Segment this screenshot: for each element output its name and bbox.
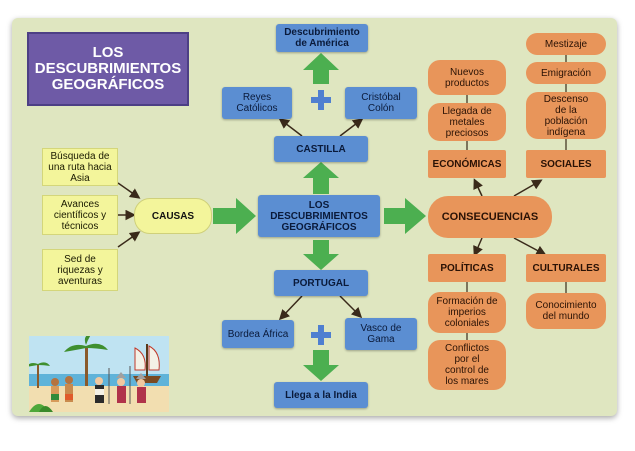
plus-icon — [311, 90, 331, 110]
politicas-item: Formación de imperios coloniales — [428, 292, 506, 333]
arrow-portugal-africa — [278, 295, 303, 321]
economicas-item: Nuevos productos — [428, 60, 506, 95]
explorers-illustration — [29, 336, 169, 412]
castilla-result-node: Descubrimiento de América — [276, 24, 368, 52]
sociales-item: Descenso de la población indígena — [526, 92, 606, 139]
arrow-castilla-reyes — [278, 118, 303, 137]
green-arrow-center-portugal — [303, 240, 339, 270]
politicas-node: POLÍTICAS — [428, 254, 506, 282]
green-arrow-castilla-result — [303, 53, 339, 84]
center-node: LOS DESCUBRIMIENTOS GEOGRÁFICOS — [258, 195, 380, 237]
economicas-item: Llegada de metales preciosos — [428, 103, 506, 141]
sociales-item: Mestizaje — [526, 33, 606, 55]
sociales-node: SOCIALES — [526, 150, 606, 178]
castilla-left-node: Reyes Católicos — [222, 87, 292, 119]
arrow-cause1 — [117, 182, 141, 199]
arrow-castilla-colon — [339, 118, 364, 137]
portugal-node: PORTUGAL — [274, 270, 368, 296]
consecuencias-node: CONSECUENCIAS — [428, 196, 552, 238]
causas-node: CAUSAS — [134, 198, 212, 234]
arrow-conse-sociales — [513, 179, 543, 197]
sociales-item: Emigración — [526, 62, 606, 84]
politicas-item: Conflictos por el control de los mares — [428, 340, 506, 390]
green-arrow-causas-center — [213, 198, 256, 234]
economicas-node: ECONÓMICAS — [428, 150, 506, 178]
green-arrow-center-consecuencias — [384, 198, 426, 234]
portugal-right-node: Vasco de Gama — [345, 318, 417, 350]
cause-node: Avances científicos y técnicos — [42, 195, 118, 235]
plus-icon — [311, 325, 331, 345]
arrow-conse-politicas — [473, 237, 483, 257]
arrow-cause3 — [117, 231, 141, 248]
castilla-node: CASTILLA — [274, 136, 368, 162]
arrow-conse-economicas — [473, 178, 483, 197]
arrow-conse-culturales — [513, 237, 547, 256]
green-arrow-portugal-result — [303, 350, 339, 381]
cause-node: Sed de riquezas y aventuras — [42, 249, 118, 291]
green-arrows — [213, 53, 426, 381]
cause-node: Búsqueda de una ruta hacia Asia — [42, 148, 118, 186]
arrow-portugal-gama — [339, 295, 363, 319]
thin-arrows — [117, 118, 547, 321]
page-title: LOS DESCUBRIMIENTOS GEOGRÁFICOS — [27, 32, 189, 106]
plain-connectors — [466, 55, 567, 340]
culturales-node: CULTURALES — [526, 254, 606, 282]
portugal-left-node: Bordea África — [222, 320, 294, 348]
portugal-result-node: Llega a la India — [274, 382, 368, 408]
green-arrow-center-castilla — [303, 162, 339, 194]
culturales-item: Conocimiento del mundo — [526, 293, 606, 329]
castilla-right-node: Cristóbal Colón — [345, 87, 417, 119]
